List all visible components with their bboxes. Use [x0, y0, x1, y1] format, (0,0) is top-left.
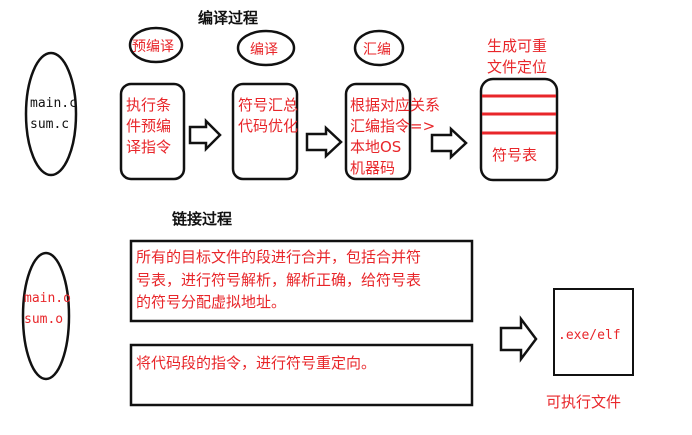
link-step-relocate-box	[129, 343, 474, 407]
link-step-merge-line-3: 的符号分配虚拟地址。	[136, 293, 286, 311]
stage-assemble-line-1: 根据对应关系	[350, 96, 440, 114]
stage-compile-name: 编译	[250, 42, 278, 58]
stage-relocatable-name-1: 生成可重	[487, 37, 547, 55]
source-files-ellipse	[24, 51, 78, 177]
stage-assemble-ellipse	[353, 29, 405, 67]
stage-assemble-line-2: 汇编指令=>	[350, 117, 435, 135]
stage-precompile-ellipse	[128, 26, 184, 64]
object-file-sum-o: sum.o	[24, 312, 63, 327]
stage-compile-ellipse	[236, 29, 296, 67]
link-step-merge-line-1: 所有的目标文件的段进行合并，包括合并符	[136, 248, 421, 266]
stage-assemble-name: 汇编	[363, 42, 391, 58]
stage-precompile-box	[119, 82, 186, 181]
arrow-right-icon	[188, 117, 222, 153]
link-step-merge-line-2: 号表，进行符号解析，解析正确，给符号表	[136, 271, 421, 289]
source-file-sum-c: sum.c	[30, 117, 69, 132]
object-file-main-o: main.o	[24, 291, 71, 306]
symbol-table-label: 符号表	[492, 146, 537, 164]
stage-compile-box	[231, 82, 299, 181]
link-step-relocate-text: 将代码段的指令，进行符号重定向。	[136, 354, 376, 372]
object-files-ellipse	[21, 251, 71, 381]
stage-compile-line-1: 符号汇总	[238, 96, 298, 114]
executable-label: .exe/elf	[558, 328, 621, 343]
link-title: 链接过程	[172, 210, 232, 228]
executable-box	[553, 288, 634, 376]
arrow-right-icon	[305, 125, 343, 159]
stage-precompile-line-3: 译指令	[126, 138, 171, 156]
stage-relocatable-name-2: 文件定位	[487, 58, 547, 76]
stage-precompile-name: 预编译	[132, 39, 174, 55]
source-file-main-c: main.c	[30, 96, 77, 111]
stage-compile-line-2: 代码优化	[238, 117, 298, 135]
stage-assemble-line-3: 本地OS	[350, 138, 401, 156]
arrow-right-icon	[499, 315, 538, 363]
executable-caption: 可执行文件	[546, 393, 621, 411]
compile-title: 编译过程	[198, 9, 258, 27]
stage-precompile-line-1: 执行条	[126, 96, 171, 114]
symbol-table-box	[479, 77, 559, 182]
stage-assemble-line-4: 机器码	[350, 159, 395, 177]
arrow-right-icon	[430, 126, 468, 160]
stage-assemble-box	[344, 82, 412, 181]
stage-precompile-line-2: 件预编	[126, 117, 171, 135]
link-step-merge-box	[129, 239, 474, 323]
